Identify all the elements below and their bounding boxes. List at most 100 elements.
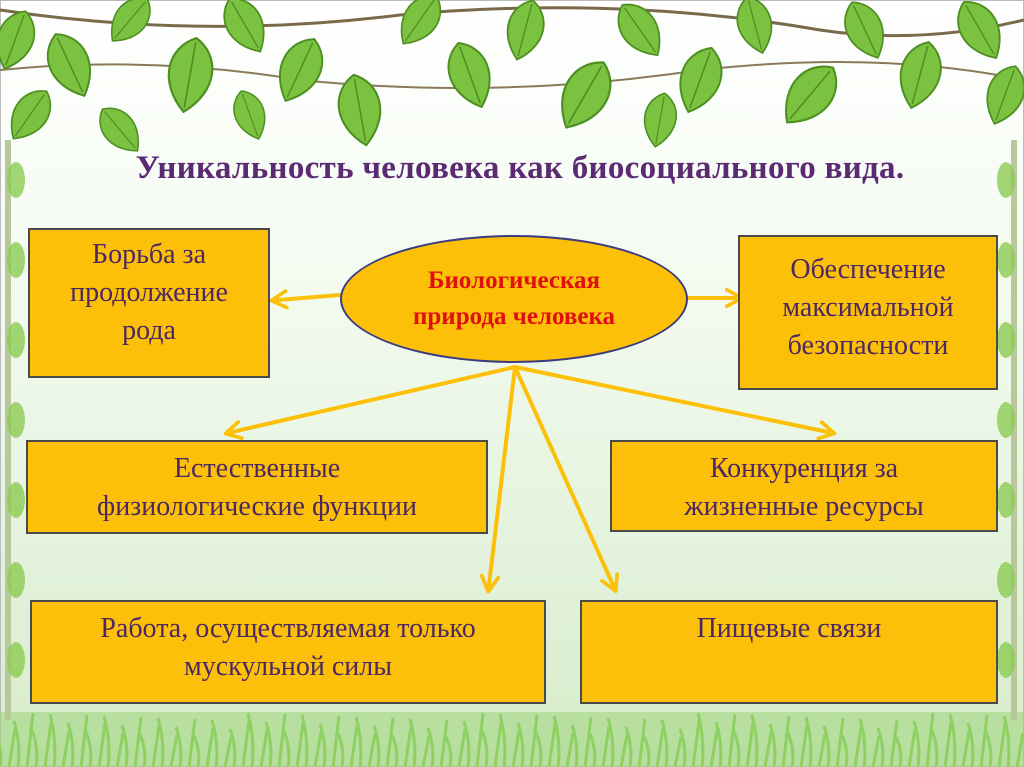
grass-blade [97,723,107,767]
grass-blade [385,717,395,767]
grass-blade [426,727,435,767]
side-leaf [7,642,25,678]
leaf-cluster [0,0,1024,152]
grass-blade [475,712,485,767]
top-vine-leaves [0,6,1024,89]
grass-blade [750,714,759,767]
grass-blade [367,733,377,767]
grass-blade [516,722,525,767]
center-line-2: природа человека [412,303,615,330]
grass-blade [7,728,17,767]
grass-blade [781,715,791,767]
side-leaf [997,562,1015,598]
side-leaf [997,162,1015,198]
grass-strip [0,712,1024,767]
grass-blade [691,720,701,767]
grass-blades [0,712,1024,767]
grass-blade [534,731,543,767]
grass-blade [151,725,161,767]
grass-blade [912,720,921,767]
box-reproduction-struggle: Борьба за продолжение рода [28,228,270,378]
grass-blade [678,728,687,767]
grass-blade [102,715,111,767]
side-leaf [997,402,1015,438]
grass-blade [588,733,597,767]
grass-blade [637,718,647,767]
grass-blade [547,723,557,767]
grass-blade [331,715,341,767]
grass-blade [300,714,309,767]
leaf-shape [10,90,52,140]
leaf-shape [167,36,214,114]
side-leaf [7,322,25,358]
grass-blade [817,733,827,767]
leaf-shape [844,1,884,59]
side-leaf [997,642,1015,678]
side-leaf [997,322,1015,358]
grass-blade [277,713,287,767]
grass-blade [457,728,467,767]
grass-blade [174,726,183,767]
grass-blade [930,729,939,767]
box-line: продолжение [70,277,228,308]
grass-blade [205,727,215,767]
grass-blade [156,717,165,767]
grass-blade [354,716,363,767]
grass-blade [655,727,665,767]
grass-blade [187,718,197,767]
side-leaf [7,402,25,438]
grass-blade [84,731,93,767]
leaf-shape [110,0,151,42]
grass-blade [660,719,669,767]
grass-blade [804,716,813,767]
grass-blade [570,724,579,767]
box-max-safety: Обеспечение максимальной безопасности [738,235,998,390]
grass-blade [840,734,849,767]
box-physiological-functions: Естественные физиологические функции [26,440,488,534]
leaf-shape [785,65,838,124]
grass-blade [876,727,885,767]
grass-blade [709,729,719,767]
center-line-1: Биологическая [427,267,601,294]
grass-blade [246,712,255,767]
grass-blade [241,720,251,767]
grass-blade [745,722,755,767]
grass-blade [462,720,471,767]
leaf-shape [957,1,1001,60]
grass-blade [169,734,179,767]
grass-blade [115,732,125,767]
leaf-shape [233,90,266,140]
grass-blade [835,717,845,767]
grass-blade [282,730,291,767]
grass-blade [979,714,989,767]
grass-blade [133,716,143,767]
slide-title: Уникальность человека как биосоциального… [135,150,905,186]
leaf-shape [899,41,942,110]
grass-blade [943,721,953,767]
leaf-shape [617,3,661,57]
grass-blade [223,736,233,767]
grass-blade [565,732,575,767]
grass-blade [372,725,381,767]
box-line: Обеспечение [790,254,946,285]
grass-blade [259,729,269,767]
grass-blade [606,717,615,767]
leaf-shape [447,41,491,109]
box-line: мускульной силы [183,651,393,682]
grass-blade [48,713,57,767]
grass-blade [120,724,129,767]
box-muscle-labor: Работа, осуществляемая только мускульной… [30,600,546,704]
grass-blade [138,733,147,767]
grass-blade [511,730,521,767]
grass-blade [696,712,705,767]
leaf-shape [337,73,382,147]
grass-blade [768,723,777,767]
side-leaf [7,242,25,278]
grass-blade [529,714,539,767]
grass-blade [552,715,561,767]
grass-blade [894,736,903,767]
grass-blade [1002,715,1011,767]
grass-blade [349,724,359,767]
box-line: безопасности [787,330,949,361]
